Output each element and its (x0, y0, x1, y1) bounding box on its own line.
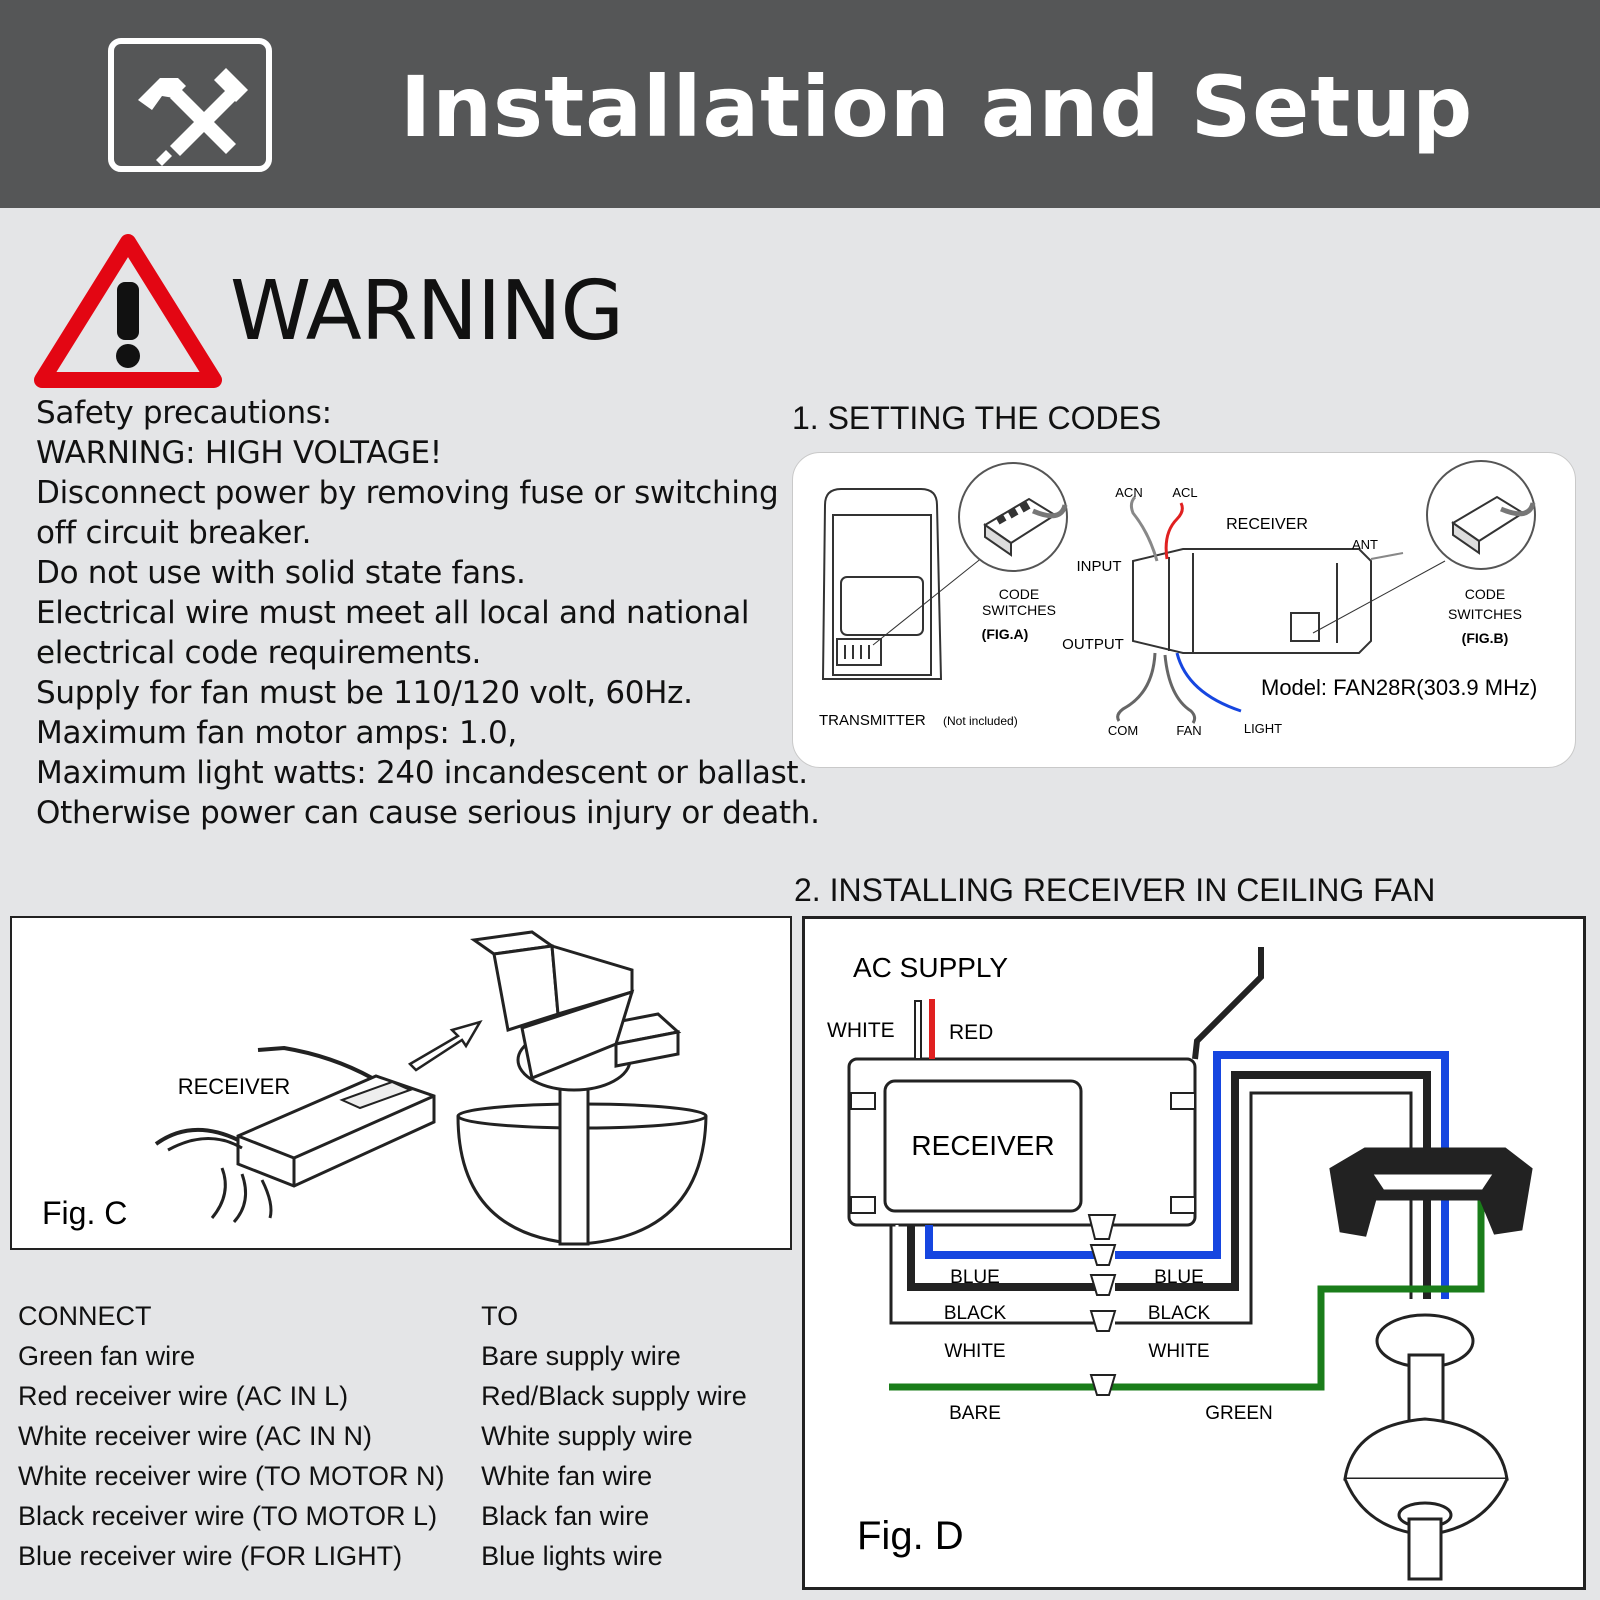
install-section-title: 2. INSTALLING RECEIVER IN CEILING FAN (794, 872, 1436, 908)
acn-label: ACN (1115, 485, 1142, 500)
white-left-label: WHITE (944, 1341, 1005, 1362)
code-switch-detail-b (1312, 460, 1536, 634)
red-supply-label: RED (949, 1021, 993, 1044)
white-supply-wire (914, 1000, 922, 1060)
warning-title: WARNING (230, 264, 624, 359)
receiver-unit-drawing (236, 1074, 436, 1188)
not-included-label: (Not included) (943, 714, 1018, 728)
model-label: Model: FAN28R(303.9 MHz) (1261, 675, 1537, 700)
bare-label: BARE (949, 1403, 1001, 1424)
connect-from: Blue receiver wire (FOR LIGHT) (18, 1540, 403, 1571)
white-right-label: WHITE (1148, 1341, 1209, 1362)
safety-line: Disconnect power by removing fuse or swi… (36, 475, 779, 511)
codes-section-title: 1. SETTING THE CODES (792, 400, 1162, 436)
safety-line: Maximum light watts: 240 incandescent or… (36, 755, 808, 791)
safety-line: electrical code requirements. (36, 635, 482, 671)
acl-label: ACL (1172, 485, 1197, 500)
safety-line: off circuit breaker. (36, 515, 312, 551)
fig-a-label: (FIG.A) (982, 626, 1029, 642)
warning-triangle-icon (34, 234, 222, 388)
white-supply-label: WHITE (827, 1019, 895, 1042)
fig-b-label: (FIG.B) (1462, 630, 1509, 646)
light-label: LIGHT (1244, 721, 1282, 736)
safety-line: WARNING: HIGH VOLTAGE! (36, 435, 442, 471)
connect-to: Blue lights wire (481, 1540, 663, 1571)
connection-row: Black receiver wire (TO MOTOR L) Black f… (18, 1496, 778, 1536)
fan-mount-drawing (1329, 1147, 1533, 1581)
black-left-label: BLACK (944, 1303, 1007, 1324)
page-title: Installation and Setup (400, 58, 1474, 156)
com-label: COM (1108, 723, 1138, 738)
safety-line: Safety precautions: (36, 395, 332, 431)
safety-line: Do not use with solid state fans. (36, 555, 526, 591)
to-header: TO (481, 1300, 519, 1331)
black-right-label: BLACK (1148, 1303, 1211, 1324)
connection-row: White receiver wire (TO MOTOR N) White f… (18, 1456, 778, 1496)
fig-c-svg: RECEIVER Fig. C (42, 930, 708, 1246)
blue-left-label: BLUE (950, 1267, 1000, 1288)
receiver-box-drawing (847, 1057, 1197, 1227)
transmitter-label: TRANSMITTER (819, 712, 926, 729)
code-switches-b-label: SWITCHES (1448, 606, 1522, 622)
connect-from: White receiver wire (AC IN N) (18, 1420, 373, 1451)
fig-c-caption: Fig. C (42, 1195, 127, 1231)
connection-table-header: CONNECT TO (18, 1296, 778, 1336)
ac-supply-label: AC SUPPLY (853, 952, 1008, 983)
transmitter-drawing (821, 488, 984, 680)
fig-d-wiring-diagram: AC SUPPLY WHITE RED RECEIVER BLUE BLACK … (802, 916, 1586, 1590)
receiver-label: RECEIVER (1226, 516, 1308, 533)
fan-bracket-drawing (456, 930, 708, 1246)
connect-header: CONNECT (18, 1300, 152, 1331)
connection-row: Red receiver wire (AC IN L) Red/Black su… (18, 1376, 778, 1416)
connect-from: Black receiver wire (TO MOTOR L) (18, 1500, 438, 1531)
connect-from: Red receiver wire (AC IN L) (18, 1380, 349, 1411)
ant-label: ANT (1352, 537, 1378, 552)
input-label: INPUT (1077, 558, 1122, 575)
code-switches-a-label: SWITCHES (982, 602, 1056, 618)
safety-line: Electrical wire must meet all local and … (36, 595, 750, 631)
connect-to: White fan wire (481, 1460, 653, 1491)
connection-row: White receiver wire (AC IN N) White supp… (18, 1416, 778, 1456)
blue-right-label: BLUE (1154, 1267, 1204, 1288)
connect-to: Black fan wire (481, 1500, 650, 1531)
fig-d-caption: Fig. D (857, 1514, 964, 1558)
fan-label: FAN (1176, 723, 1201, 738)
red-supply-wire (929, 999, 935, 1059)
safety-line: Otherwise power can cause serious injury… (36, 795, 820, 831)
connect-from: Green fan wire (18, 1340, 196, 1371)
code-diagram-svg: CODE SWITCHES (FIG.A) TRANSMITTER (Not i… (819, 460, 1537, 738)
code-switches-a-label: CODE (999, 586, 1039, 602)
code-switch-detail-a (958, 462, 1068, 572)
connection-row: Blue receiver wire (FOR LIGHT) Blue ligh… (18, 1536, 778, 1576)
fig-c-illustration: RECEIVER Fig. C (10, 916, 792, 1250)
connect-from: White receiver wire (TO MOTOR N) (18, 1460, 445, 1491)
code-switches-b-label: CODE (1465, 586, 1505, 602)
connect-to: White supply wire (481, 1420, 693, 1451)
safety-line: Maximum fan motor amps: 1.0, (36, 715, 517, 751)
connect-to: Bare supply wire (481, 1340, 681, 1371)
fig-c-receiver-label: RECEIVER (178, 1074, 290, 1099)
wire-nuts (1087, 1214, 1117, 1396)
fig-d-receiver-label: RECEIVER (911, 1130, 1054, 1161)
code-setting-diagram: CODE SWITCHES (FIG.A) TRANSMITTER (Not i… (792, 452, 1576, 768)
green-label: GREEN (1205, 1403, 1273, 1424)
output-label: OUTPUT (1062, 636, 1124, 653)
connection-row: Green fan wire Bare supply wire (18, 1336, 778, 1376)
connection-table: CONNECT TO Green fan wire Bare supply wi… (18, 1296, 778, 1576)
fig-d-svg: AC SUPPLY WHITE RED RECEIVER BLUE BLACK … (827, 947, 1533, 1581)
safety-line: Supply for fan must be 110/120 volt, 60H… (36, 675, 693, 711)
receiver-drawing (1132, 548, 1372, 654)
header-bar: Installation and Setup (0, 0, 1600, 208)
connect-to: Red/Black supply wire (481, 1380, 747, 1411)
safety-precautions: Safety precautions: WARNING: HIGH VOLTAG… (36, 393, 820, 833)
hammer-screwdriver-icon (108, 38, 272, 172)
